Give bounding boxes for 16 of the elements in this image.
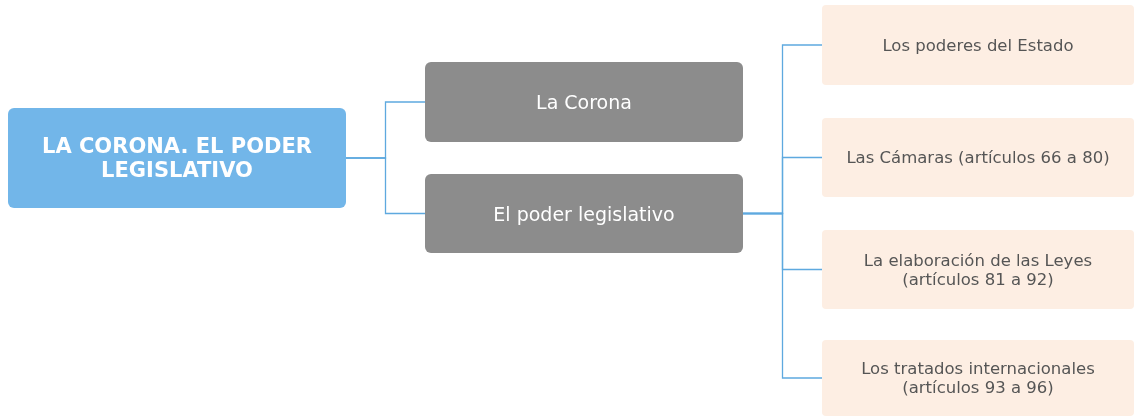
node-label: LA CORONA. EL PODER LEGISLATIVO <box>41 134 313 182</box>
node-label: Los tratados internacionales (artículos 93 a 96) <box>860 359 1096 397</box>
node-label: El poder legislativo <box>493 202 675 225</box>
subtopic-box <box>822 340 1134 416</box>
connector-line <box>345 157 426 215</box>
node-label: Las Cámaras (artículos 66 a 80) <box>846 148 1110 167</box>
subtopic-box <box>822 118 1134 197</box>
subtopic-box <box>822 5 1134 85</box>
subtopic-box <box>822 230 1134 309</box>
node-label: La Corona <box>536 91 632 113</box>
connector-line <box>742 212 823 379</box>
subtopic-box <box>425 174 743 253</box>
topic-box <box>8 108 346 208</box>
node-label: Los poderes del Estado <box>882 35 1074 55</box>
node-label: La elaboración de las Leyes (artículos 81 a 92) <box>862 250 1094 289</box>
subtopic-box <box>425 62 743 142</box>
